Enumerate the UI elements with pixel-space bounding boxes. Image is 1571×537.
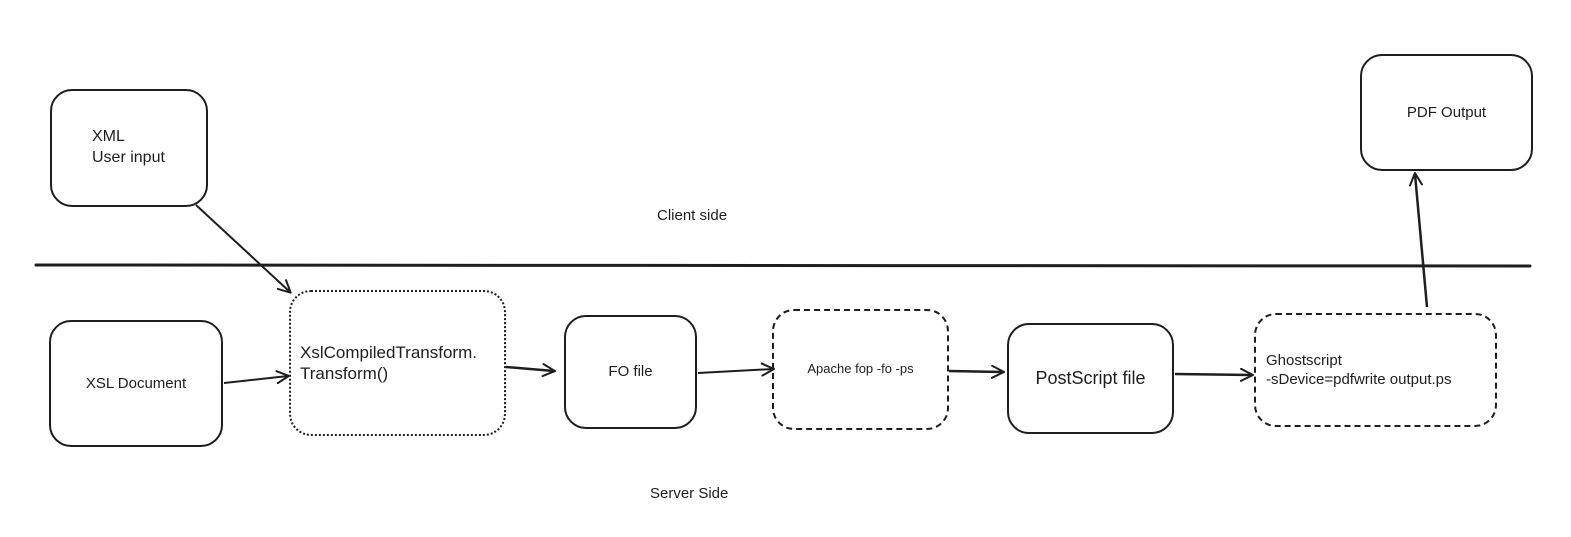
server-side-label: Server Side xyxy=(650,485,729,502)
fo-file-label: FO file xyxy=(608,363,653,381)
apache-fop-node[interactable]: Apache fop -fo -ps xyxy=(772,309,949,430)
client-server-divider xyxy=(34,263,1532,268)
xml-user-input-node[interactable]: XML User input xyxy=(50,89,208,207)
ghostscript-label: Ghostscript -sDevice=pdfwrite output.ps xyxy=(1266,351,1452,389)
pdf-output-label: PDF Output xyxy=(1406,103,1487,121)
arrow-xml-to-transform xyxy=(195,204,292,294)
xsl-document-node[interactable]: XSL Document xyxy=(49,320,223,447)
xsl-compiled-transform-label: XslCompiledTransform. Transform() xyxy=(300,342,477,383)
arrow-postscript-to-ghostscript xyxy=(1174,367,1254,382)
postscript-file-node[interactable]: PostScript file xyxy=(1007,323,1174,434)
ghostscript-node[interactable]: Ghostscript -sDevice=pdfwrite output.ps xyxy=(1254,313,1497,427)
arrow-transform-to-fo xyxy=(505,363,556,378)
arrow-ghostscript-to-pdf xyxy=(1409,172,1429,308)
apache-fop-label: Apache fop -fo -ps xyxy=(807,361,914,377)
client-side-label: Client side xyxy=(657,207,728,224)
xsl-document-label: XSL Document xyxy=(85,374,187,392)
pdf-output-node[interactable]: PDF Output xyxy=(1360,54,1533,171)
arrow-fop-to-postscript xyxy=(948,364,1005,379)
arrow-fo-to-fop xyxy=(697,362,775,377)
postscript-file-label: PostScript file xyxy=(1035,367,1146,388)
xsl-compiled-transform-node[interactable]: XslCompiledTransform. Transform() xyxy=(289,290,506,436)
arrow-xsl-to-transform xyxy=(223,370,290,385)
fo-file-node[interactable]: FO file xyxy=(564,315,697,429)
xml-user-input-label: XML User input xyxy=(92,128,165,166)
